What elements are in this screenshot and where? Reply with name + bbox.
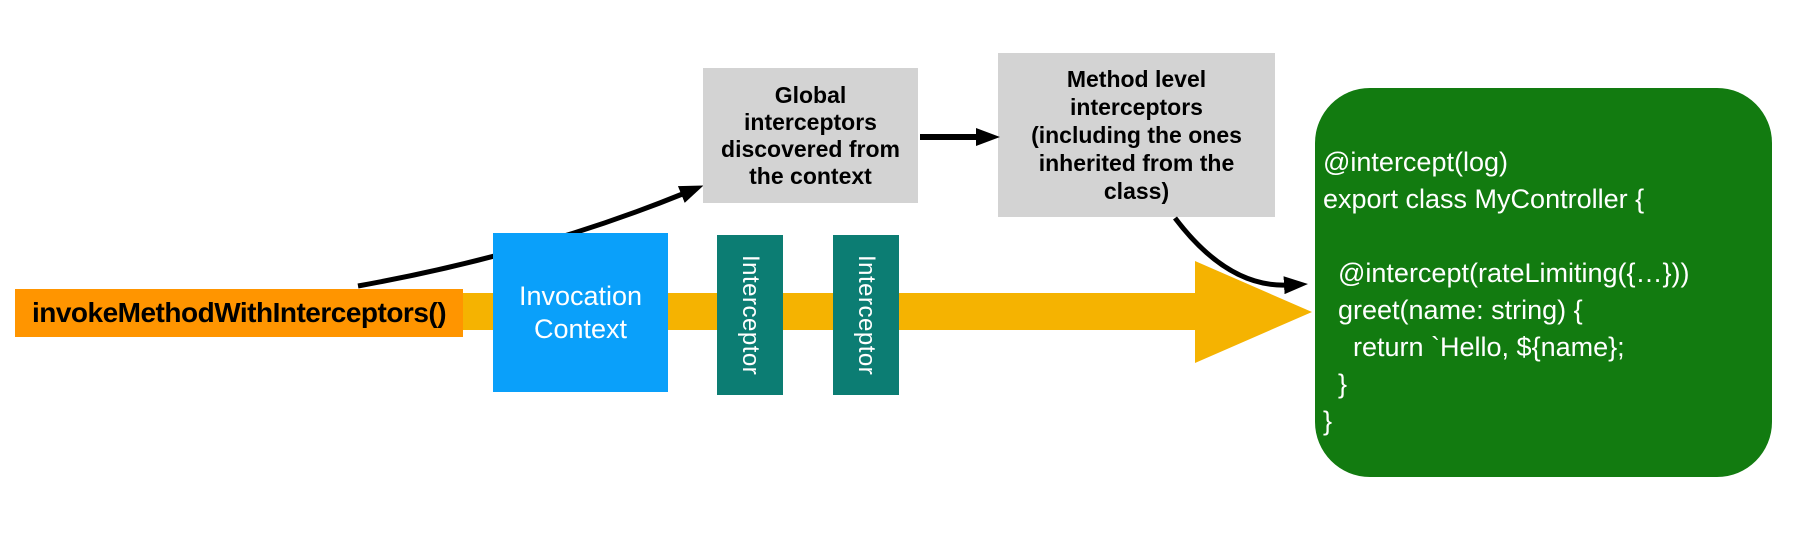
invocation-context-box: Invocation Context [493,233,668,392]
code-line: return `Hello, ${name}; [1323,332,1625,362]
global-interceptors-label: Global interceptors discovered from the … [721,81,900,189]
code-line: } [1323,369,1348,399]
code-line: @intercept(rateLimiting({…})) [1323,258,1690,288]
code-line: } [1323,406,1333,436]
invoke-method-label: invokeMethodWithInterceptors() [31,297,447,328]
code-line [1323,218,1762,255]
interceptor-box-2: Interceptor [833,235,899,395]
method-interceptors-label: Method level interceptors (including the… [1031,66,1242,204]
method-to-code-arrow [1173,216,1308,295]
interceptor-box-1: Interceptor [717,235,783,395]
interceptor-label: Interceptor [853,254,880,376]
interceptor-label: Interceptor [737,254,764,376]
invoke-method-box: invokeMethodWithInterceptors() [15,289,463,337]
global-interceptors-box: Global interceptors discovered from the … [703,68,918,203]
code-line: greet(name: string) { [1323,295,1583,325]
method-interceptors-box: Method level interceptors (including the… [998,53,1275,217]
code-line: export class MyController { [1323,184,1645,214]
invocation-context-label: Invocation Context [518,280,643,344]
code-line: @intercept(log) [1323,147,1508,177]
controller-code-box: @intercept(log) export class MyControlle… [1315,88,1772,477]
